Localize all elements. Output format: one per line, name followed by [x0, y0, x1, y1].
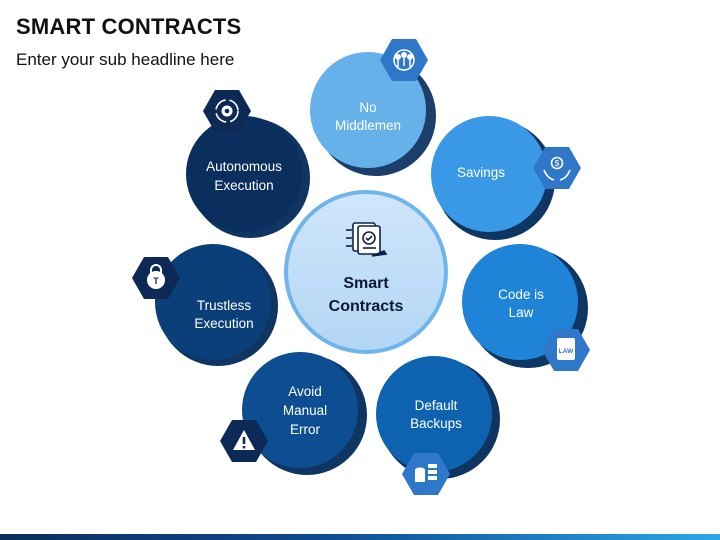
svg-text:T: T: [153, 276, 159, 286]
node-label: Error: [290, 422, 321, 437]
database-server-icon: [402, 453, 450, 495]
node-label: Backups: [410, 416, 462, 431]
node-circle: [376, 356, 492, 472]
footer-accent-bar: [0, 534, 720, 540]
center-circle: [288, 194, 444, 350]
center-node: Smart Contracts: [284, 190, 448, 354]
node-label: Savings: [457, 165, 505, 180]
money-hands-icon: $: [533, 147, 581, 189]
node-label: No: [359, 100, 376, 115]
node-code-is-law: Code is Law LAW: [462, 244, 590, 371]
node-circle: [462, 244, 578, 360]
node-no-middlemen: No Middlemen: [310, 39, 436, 176]
node-label: Law: [509, 305, 534, 320]
node-label: Code is: [498, 287, 544, 302]
node-label: Trustless: [197, 298, 252, 313]
svg-text:LAW: LAW: [559, 348, 574, 355]
warning-icon: [220, 420, 268, 462]
law-book-icon: LAW: [542, 329, 590, 371]
center-label-line1: Smart: [343, 275, 389, 292]
contract-document-icon: [346, 222, 388, 257]
node-label: Manual: [283, 403, 327, 418]
node-circle: [242, 352, 358, 468]
node-default-backups: Default Backups: [376, 356, 500, 495]
node-trustless-execution: Trustless Execution T: [132, 244, 278, 366]
node-savings: Savings $: [431, 116, 581, 240]
node-autonomous-execution: Autonomous Execution: [186, 90, 310, 238]
node-label: Default: [415, 398, 458, 413]
node-label: Execution: [194, 316, 253, 331]
node-avoid-manual-error: Avoid Manual Error: [220, 352, 367, 475]
node-label: Autonomous: [206, 159, 282, 174]
center-label-line2: Contracts: [329, 298, 404, 315]
node-circle: [431, 116, 547, 232]
page-title: SMART CONTRACTS: [16, 14, 242, 39]
node-circle: [186, 116, 302, 232]
svg-text:$: $: [555, 159, 560, 168]
people-network-icon: [380, 39, 428, 81]
gear-cycle-icon: [203, 90, 251, 132]
lock-icon: T: [132, 257, 180, 299]
node-label: Middlemen: [335, 118, 401, 133]
node-circle: [155, 244, 271, 360]
node-label: Avoid: [288, 384, 322, 399]
page-subtitle: Enter your sub headline here: [16, 50, 235, 69]
node-label: Execution: [214, 178, 273, 193]
